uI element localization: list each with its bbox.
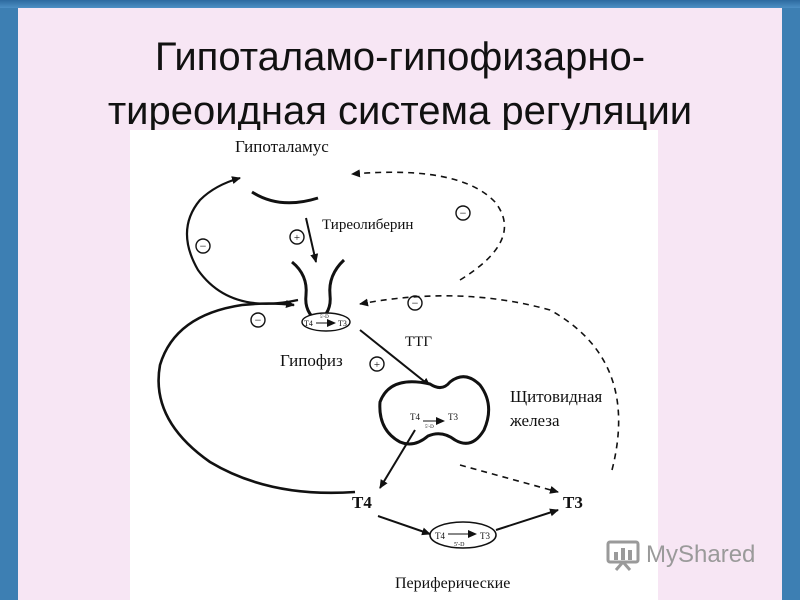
minus-sign-top xyxy=(455,205,471,221)
t3-label: Т3 xyxy=(563,493,583,512)
t4-label: Т4 xyxy=(352,493,372,512)
thyroid-t3-arrow xyxy=(459,464,559,494)
peripheral-to-t3-arrow xyxy=(495,508,559,531)
pituitary-label: Гипофиз xyxy=(280,351,343,370)
title-line-2: тиреоидная система регуляции xyxy=(107,89,693,133)
tsh-arrow xyxy=(359,329,431,387)
presentation-chart-icon xyxy=(606,540,640,571)
plus-label-thyroliberin: + xyxy=(294,232,300,244)
minus-label-top: − xyxy=(460,206,467,220)
minus-label-middle: − xyxy=(412,296,419,310)
peripheral-t3: Т3 xyxy=(480,531,490,541)
peripheral-t4: Т4 xyxy=(435,531,445,541)
slide-frame-top xyxy=(0,0,800,8)
thyroid-label-line-2: железа xyxy=(509,411,560,430)
thyroid-shape xyxy=(378,375,491,446)
title-line-1: Гипоталамо-гипофизарно- xyxy=(154,35,646,79)
thyroid-t4-arrow xyxy=(379,429,416,489)
plus-sign-tsh xyxy=(369,356,385,372)
hypothalamus-label: Гипоталамус xyxy=(235,137,329,156)
minus-label-left-loop: − xyxy=(200,239,207,253)
watermark-text: MyShared xyxy=(646,541,756,568)
pituitary-t3: Т3 xyxy=(338,319,347,328)
pituitary-t4: Т4 xyxy=(304,319,313,328)
minus-label-bottom-loop: − xyxy=(255,313,262,327)
peripheral-enzyme: 5'-D xyxy=(454,542,465,548)
left-feedback-loop xyxy=(185,176,299,305)
peripheral-enzyme-oval xyxy=(429,521,497,549)
minus-sign-left-loop xyxy=(195,238,211,254)
t4-to-peripheral-arrow xyxy=(377,515,431,536)
pituitary-enzyme: 5'-D xyxy=(320,315,329,320)
regulation-diagram: Гипоталамус Тиреолиберин + − − Т4 5'-D Т… xyxy=(157,137,620,592)
tsh-label: ТТГ xyxy=(405,334,432,350)
pituitary-enzyme-oval xyxy=(301,312,351,332)
minus-sign-middle xyxy=(407,295,423,311)
thyroid-t3: Т3 xyxy=(448,412,458,422)
thyroid-t4: Т4 xyxy=(410,412,420,422)
slide-title: Гипоталамо-гипофизарно- тиреоидная систе… xyxy=(18,30,782,138)
hypothalamus-shape xyxy=(251,190,319,205)
thyroliberin-label: Тиреолиберин xyxy=(322,217,413,233)
diagram-panel: Гипоталамус Тиреолиберин + − − Т4 5'-D Т… xyxy=(130,130,658,600)
minus-sign-bottom-loop xyxy=(250,312,266,328)
plus-sign-thyroliberin xyxy=(289,229,305,245)
pituitary-shape xyxy=(291,258,346,324)
peripheral-label: Периферические xyxy=(395,575,510,592)
t4-feedback-loop xyxy=(157,300,356,495)
thyroid-label-line-1: Щитовидная xyxy=(510,387,602,406)
dashed-feedback-top xyxy=(351,169,506,281)
dashed-feedback-middle xyxy=(359,294,620,471)
myshared-watermark: MyShared xyxy=(606,537,755,573)
thyroliberin-arrow xyxy=(305,217,319,263)
thyroid-enzyme: 5'-D xyxy=(425,425,434,430)
plus-label-tsh: + xyxy=(374,359,380,371)
